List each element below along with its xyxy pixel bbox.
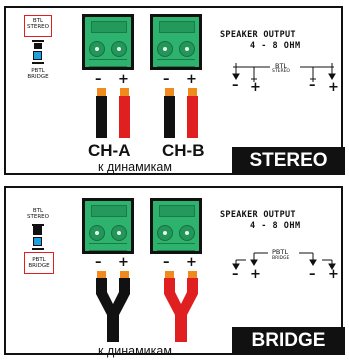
ch-a-plus-sign: + [118,255,129,270]
mode-switch-knob[interactable] [33,237,42,246]
ch-b-black-wire [165,88,174,98]
diagram-plus-2: + [328,80,339,95]
switch-stereo-label: STEREO [27,24,49,30]
bridge-output-diagram [232,252,336,270]
ch-a-label: CH-A [88,141,131,160]
ch-a-minus-sign: – [95,255,102,270]
speaker-output-ohm: 4 - 8 OHM [250,221,301,231]
diagram-btl-label: BTL [275,62,288,70]
diagram-plus-1: + [250,267,261,282]
speaker-output-title: SPEAKER OUTPUT [220,210,296,220]
switch-pbtl-label: PBTL [32,257,46,263]
diagram-minus-1: – [232,78,239,93]
diagram-pbtl-label: PBTL [272,248,288,256]
switch-pbtl-label: PBTL [31,68,45,74]
diagram-minus-2: – [309,78,316,93]
bridge-mode-highlight [24,252,54,274]
switch-btl-label: BTL [32,208,44,214]
speaker-output-ohm: 4 - 8 OHM [250,41,301,51]
diagram-minus-2: – [309,267,316,282]
switch-bottom-bar [32,62,44,64]
switch-bottom-bar [32,248,44,250]
ch-a-red-wire [120,88,129,98]
diagram-bridge-label: BRIDGE [272,256,290,261]
ch-b-plus-sign: + [186,72,197,87]
stereo-panel: BTL STEREO PBTL BRIDGE – + – + [4,6,345,175]
diagram-plus-2: + [328,267,339,282]
bridge-panel-frame [4,186,343,355]
mode-switch-knob[interactable] [33,51,42,60]
bridge-mode-badge: BRIDGE [232,327,345,355]
red-y-wire [164,271,198,342]
ch-a-black-wire [97,88,106,98]
switch-track [34,43,42,49]
speakers-label: к динамикам [98,344,172,358]
black-y-wire [96,271,130,342]
switch-upper-block [33,226,42,235]
ch-a-minus-sign: – [95,72,102,87]
ch-a-terminal-block [82,198,134,254]
switch-btl-label: BTL [32,18,44,24]
switch-bridge-label: BRIDGE [27,74,49,80]
bridge-panel: BTL STEREO PBTL BRIDGE – + – + [0,180,349,360]
stereo-output-diagram [232,63,336,82]
ch-a-plus-sign: + [118,72,129,87]
diagram-stereo-label: STEREO [272,69,290,74]
switch-bridge-label: BRIDGE [28,263,50,269]
speaker-output-title: SPEAKER OUTPUT [220,30,296,40]
ch-b-terminal-block [150,198,202,254]
ch-b-terminal-block [150,14,202,70]
stereo-panel-frame [4,6,343,175]
ch-b-minus-sign: – [163,255,170,270]
diagram-plus-1: + [250,80,261,95]
ch-b-minus-sign: – [163,72,170,87]
ch-b-label: CH-B [162,141,205,160]
switch-top-bar [32,224,44,226]
ch-a-terminal-block [82,14,134,70]
stereo-mode-highlight [24,15,52,37]
stereo-wires [96,63,336,138]
stereo-mode-badge: STEREO [232,147,345,175]
speakers-label: к динамикам [98,160,172,174]
bridge-wires [96,252,336,342]
switch-stereo-label: STEREO [27,214,49,220]
ch-b-red-wire [188,88,197,98]
switch-top-bar [32,40,44,42]
diagram-minus-1: – [232,267,239,282]
ch-b-plus-sign: + [186,255,197,270]
